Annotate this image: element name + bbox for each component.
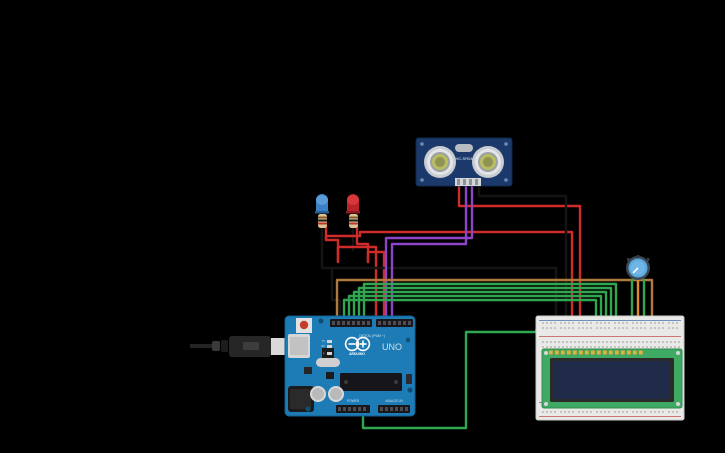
microcontroller-chip <box>340 373 402 391</box>
lcd-screen <box>554 361 670 399</box>
svg-text:TX: TX <box>322 339 326 343</box>
svg-text:L: L <box>324 351 326 355</box>
led-blue[interactable] <box>315 194 329 214</box>
wire-5v-trunk-right[interactable] <box>324 230 574 324</box>
svg-text:ARDUINO: ARDUINO <box>349 352 365 356</box>
svg-text:HC-SR04: HC-SR04 <box>455 156 473 161</box>
resistor-right[interactable] <box>349 214 358 228</box>
onboard-leds <box>327 340 332 355</box>
breadboard-hole-grid <box>542 322 680 413</box>
wire-led-gnd-to-arduino[interactable] <box>320 256 342 324</box>
svg-text:UNO: UNO <box>382 342 402 352</box>
potentiometer[interactable] <box>626 255 650 280</box>
transducer-right <box>472 146 504 178</box>
ultrasonic-sensor[interactable]: HC-SR04 <box>415 137 513 187</box>
arduino-uno-board[interactable]: DIGITAL (PWM ~) POWER ANALOG IN <box>284 315 416 417</box>
sensor-pin-header[interactable] <box>455 178 481 186</box>
wire-lcd-contrast[interactable] <box>335 278 654 324</box>
svg-text:POWER: POWER <box>347 399 360 403</box>
resistor-left[interactable] <box>318 214 327 228</box>
crystal-oscillator <box>316 358 340 367</box>
arduino-logo-icon <box>344 336 371 352</box>
wire-gnd-trunk-right[interactable] <box>330 266 558 324</box>
lcd-display[interactable] <box>541 348 683 409</box>
wire-lcd-4[interactable] <box>357 286 613 324</box>
transducer-left <box>424 146 456 178</box>
wire-sensor-gnd[interactable] <box>477 184 568 324</box>
digital-header-left[interactable] <box>330 319 372 327</box>
wire-lcd-5[interactable] <box>362 282 618 324</box>
wire-lcd-2[interactable] <box>347 294 603 324</box>
sensor-crystal <box>455 144 473 152</box>
led-red[interactable] <box>346 194 360 214</box>
svg-text:RX: RX <box>321 344 325 348</box>
wire-lcd-1[interactable] <box>342 298 598 324</box>
wire-lcd-3[interactable] <box>352 290 608 324</box>
svg-text:ANALOG IN: ANALOG IN <box>385 399 403 403</box>
wire-analog-loop[interactable] <box>361 330 546 430</box>
lcd-pin-row[interactable] <box>548 350 644 355</box>
svg-text:DIGITAL (PWM ~): DIGITAL (PWM ~) <box>359 334 385 338</box>
wire-sensor-vcc[interactable] <box>457 184 582 324</box>
